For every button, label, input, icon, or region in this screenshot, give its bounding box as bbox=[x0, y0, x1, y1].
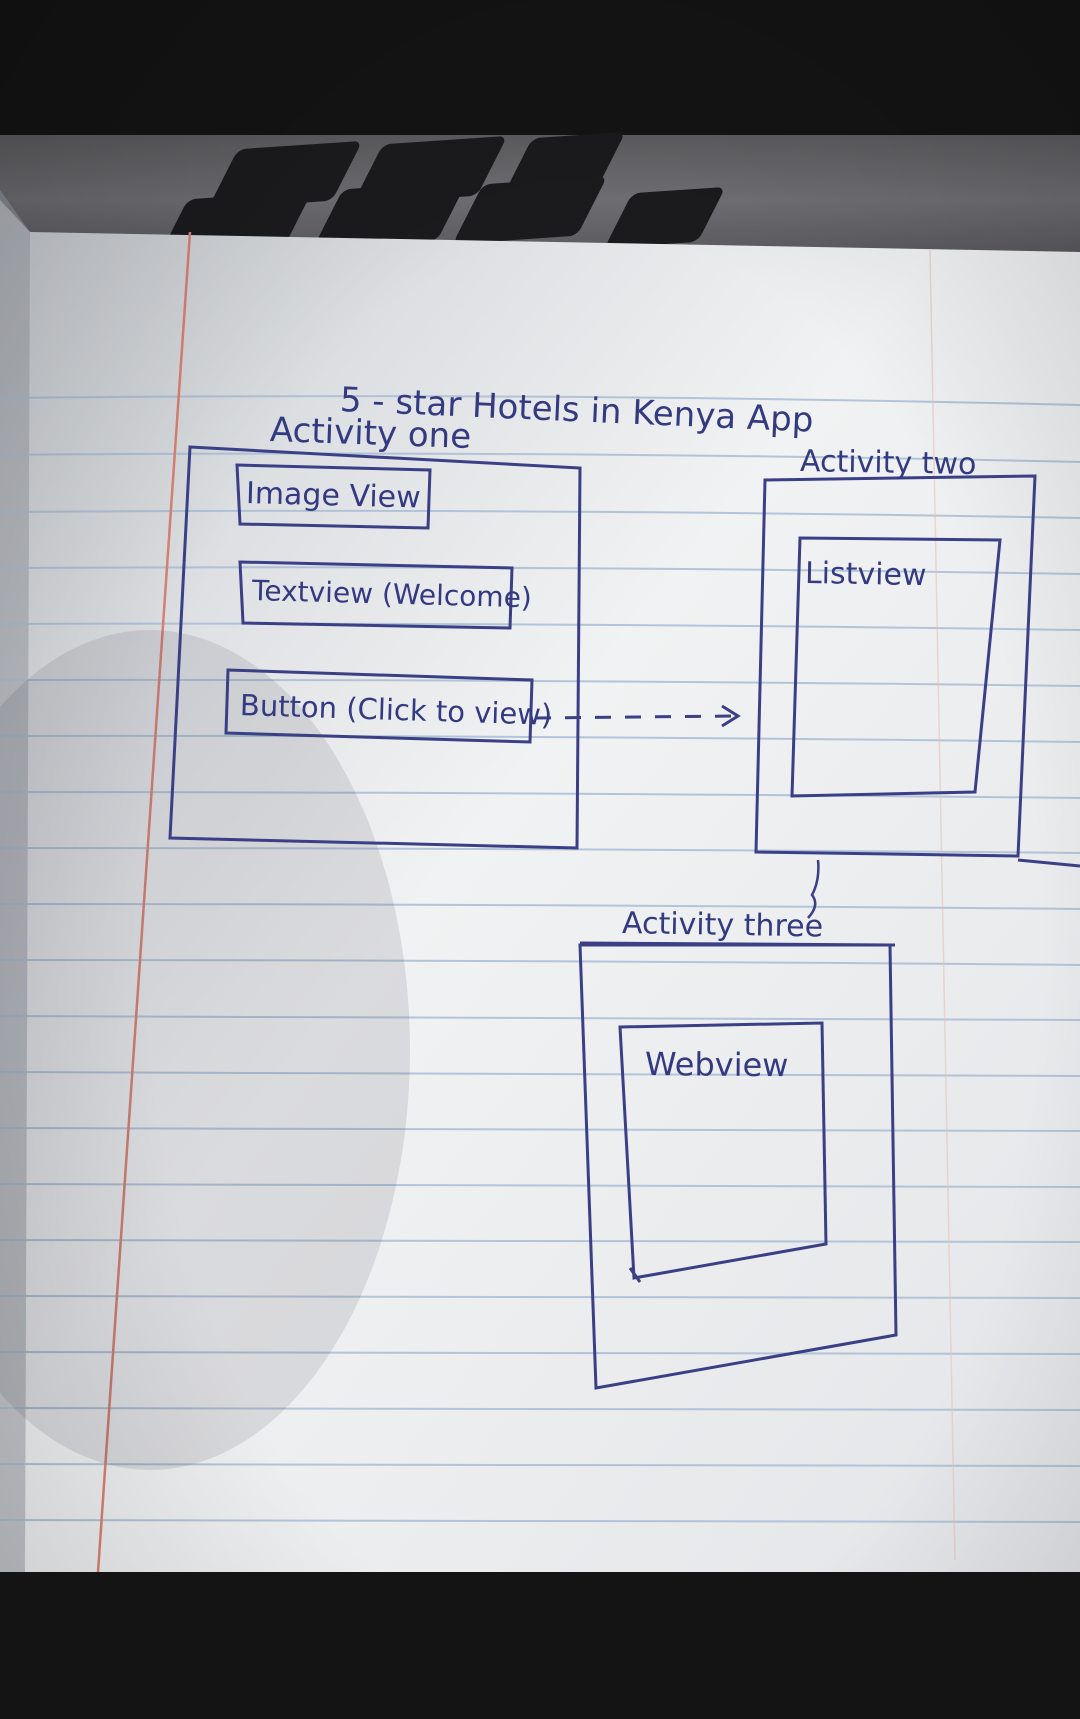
webview-box bbox=[618, 1021, 828, 1280]
listview-label: Listview bbox=[804, 556, 927, 594]
image-view-label: Image View bbox=[245, 476, 422, 516]
button-box bbox=[224, 668, 534, 744]
navigation-arrow bbox=[534, 714, 736, 720]
webview-fold bbox=[628, 1267, 642, 1283]
activity-three-underline bbox=[579, 941, 896, 947]
activity-one-heading: Activity one bbox=[269, 410, 472, 458]
activity-two-underline bbox=[1017, 858, 1080, 868]
activity-three-heading: Activity three bbox=[621, 906, 824, 945]
arrow-head bbox=[721, 704, 741, 728]
activity-one-frame bbox=[168, 445, 582, 850]
listview-box bbox=[790, 536, 1002, 798]
textview-box bbox=[238, 560, 514, 630]
webview-label: Webview bbox=[644, 1045, 789, 1085]
activity-two-heading: Activity two bbox=[799, 444, 977, 483]
connector bbox=[807, 859, 820, 919]
image-view-box bbox=[235, 463, 432, 530]
bottom-black-band bbox=[0, 1572, 1080, 1719]
activity-two-frame bbox=[754, 474, 1037, 858]
